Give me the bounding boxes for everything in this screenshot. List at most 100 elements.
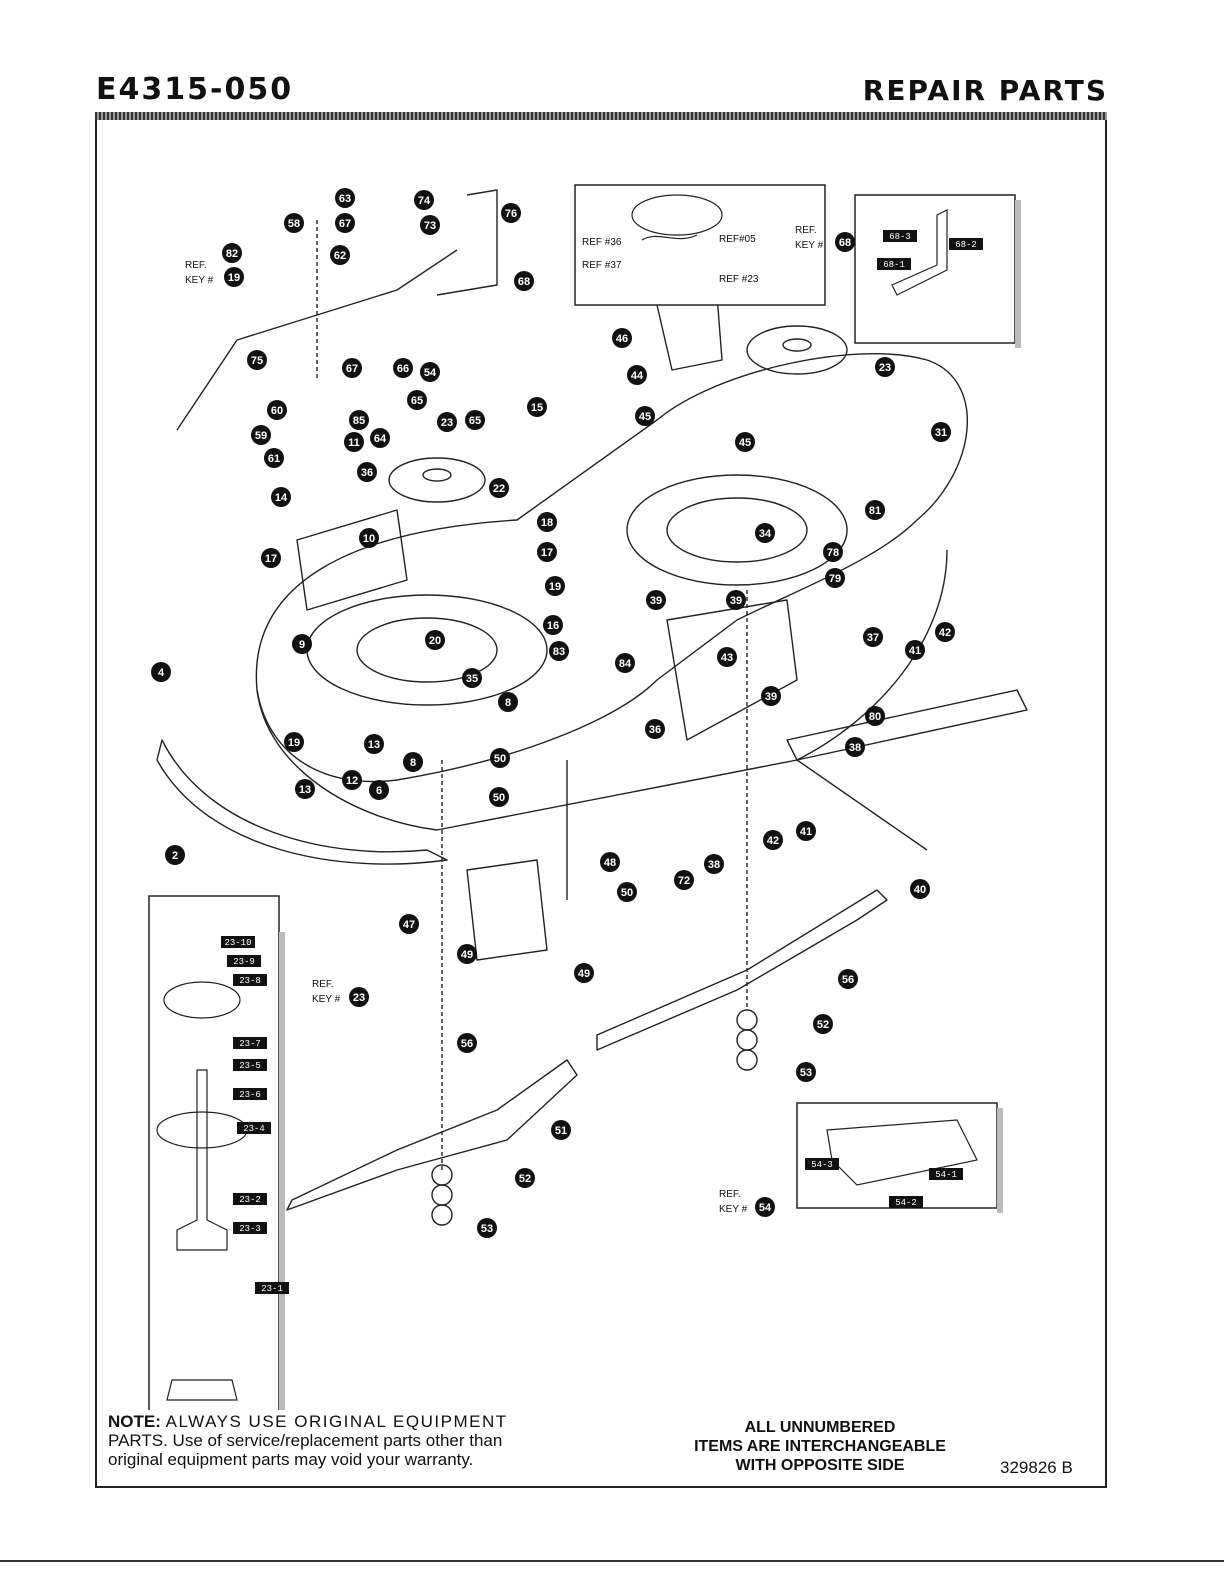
callout-number: 82 [226,248,238,260]
inset-ref-spring [641,234,698,241]
callout-badge [490,748,510,768]
callout-number: 23 [879,362,891,374]
callout-badge [284,732,304,752]
inset-68-shadow [1015,200,1021,348]
callout-4: 4 [151,662,171,682]
callout-number: 78 [827,547,839,559]
callout-badge [875,357,895,377]
callout-badge [335,188,355,208]
callout-number: 65 [411,395,423,407]
callout-number: 39 [650,595,662,607]
callout-badge [165,845,185,865]
callout-badge [612,328,632,348]
part-tag-23-9: 23-9 [227,955,261,967]
callout-number: 51 [555,1125,567,1137]
callout-50: 50 [617,882,637,902]
right-pulley-hub [782,338,812,352]
callout-15: 15 [527,397,547,417]
callout-number: 36 [649,724,661,736]
callout-39: 39 [646,590,666,610]
callout-45: 45 [635,406,655,426]
callout-badge [349,410,369,430]
washer-52f [736,1049,758,1071]
callout-20: 20 [425,630,445,650]
callout-number: 72 [678,875,690,887]
callout-number: 52 [817,1019,829,1031]
callout-number: 6 [376,785,382,797]
callout-number: 49 [461,949,473,961]
callout-number: 59 [255,430,267,442]
callout-number: 50 [493,792,505,804]
callout-42: 42 [763,830,783,850]
callout-number: 54 [424,367,437,379]
ref-key-badge: 54 [755,1197,775,1217]
callout-8: 8 [403,752,423,772]
callout-56: 56 [457,1033,477,1053]
inset-54-plate [826,1119,978,1186]
callout-badge [763,830,783,850]
callout-badge [825,568,845,588]
callout-badge [342,770,362,790]
callout-number: 62 [334,250,346,262]
callout-badge [284,213,304,233]
callout-badge [931,422,951,442]
svg-text:68-3: 68-3 [889,232,911,242]
callout-74: 74 [414,190,434,210]
callout-number: 42 [939,627,951,639]
callout-52: 52 [515,1168,535,1188]
callout-54: 54 [420,362,440,382]
callout-13: 13 [295,779,315,799]
inset-54-box [796,1102,998,1209]
callout-76: 76 [501,203,521,223]
callout-number: 75 [251,355,263,367]
callout-badge [399,914,419,934]
inset-23-pulley [163,981,241,1019]
callout-number: 31 [935,427,947,439]
callout-badge [537,542,557,562]
svg-text:REF.: REF. [185,260,207,271]
callout-72: 72 [674,870,694,890]
callout-56: 56 [838,969,858,989]
callout-60: 60 [267,400,287,420]
callout-65: 65 [407,390,427,410]
callout-badge [514,271,534,291]
callout-75: 75 [247,350,267,370]
callout-35: 35 [462,668,482,688]
callout-67: 67 [342,358,362,378]
callout-number: 80 [869,711,881,723]
callout-41: 41 [905,640,925,660]
part-tag-23-10: 23-10 [221,936,255,948]
callout-44: 44 [627,365,647,385]
inset-ref-tag: REF#05 [719,234,756,245]
callout-47: 47 [399,914,419,934]
callout-10: 10 [359,528,379,548]
callout-badge [403,752,423,772]
callout-badge [222,243,242,263]
callout-49: 49 [574,963,594,983]
svg-text:23: 23 [353,992,365,1004]
svg-text:23-10: 23-10 [224,938,251,948]
callout-40: 40 [910,879,930,899]
callout-number: 50 [621,887,633,899]
callout-13: 13 [364,734,384,754]
callout-badge [910,879,930,899]
callout-number: 68 [518,276,530,288]
callout-badge [865,500,885,520]
callout-52: 52 [813,1014,833,1034]
callout-badge [627,365,647,385]
callout-badge [527,397,547,417]
callout-38: 38 [704,854,724,874]
callout-79: 79 [825,568,845,588]
callout-badge [717,647,737,667]
callout-badge [645,719,665,739]
callout-37: 37 [863,627,883,647]
callout-50: 50 [490,748,510,768]
callout-number: 9 [299,639,305,651]
callout-number: 23 [441,417,453,429]
callout-badge [393,358,413,378]
callout-number: 79 [829,573,841,585]
ref-key-badge: 23 [349,987,369,1007]
callout-number: 42 [767,835,779,847]
callout-66: 66 [393,358,413,378]
callout-2: 2 [165,845,185,865]
